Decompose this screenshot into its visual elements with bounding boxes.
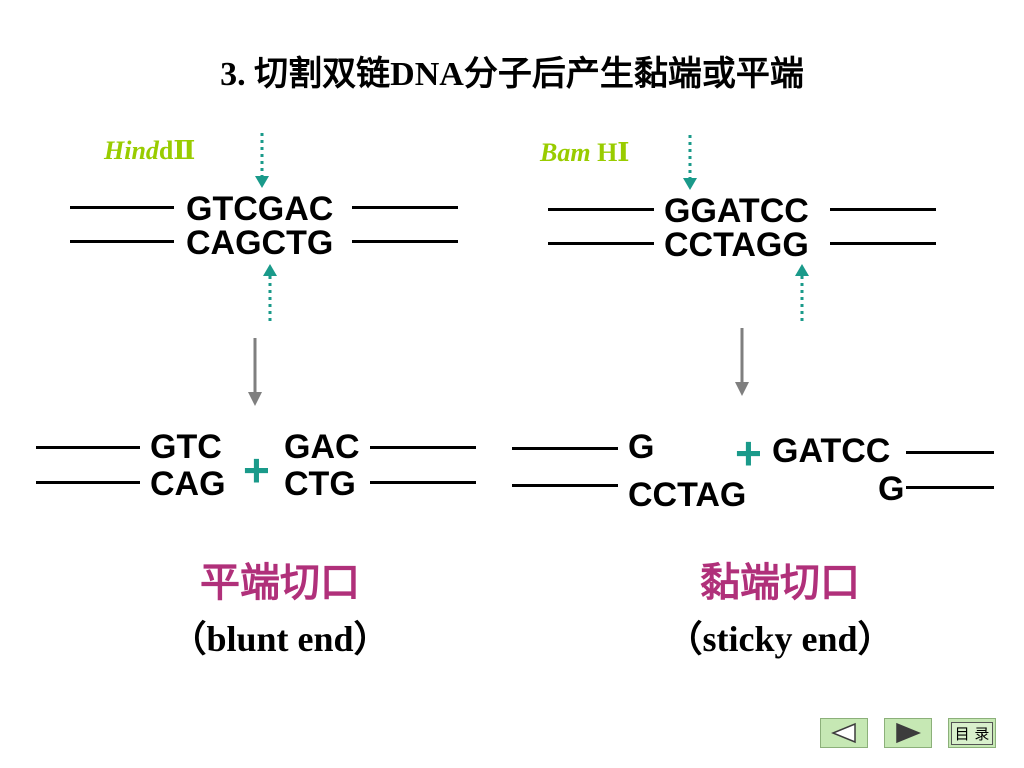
dna-backbone-line bbox=[36, 446, 140, 449]
bottom-strand-sequence: CCTAGG bbox=[664, 226, 809, 264]
cut-site-arrow-top bbox=[255, 133, 269, 188]
cut-site-arrow-top bbox=[683, 135, 697, 190]
dna-backbone-line bbox=[352, 206, 458, 209]
cut-site-arrow-bottom bbox=[795, 264, 809, 322]
reaction-arrow-down bbox=[735, 328, 749, 396]
triangle-right-icon bbox=[896, 722, 921, 744]
fragment-right-top: GAC bbox=[284, 428, 360, 466]
dna-backbone-line bbox=[70, 240, 174, 243]
dna-backbone-line bbox=[548, 242, 654, 245]
dna-backbone-line bbox=[830, 208, 936, 211]
bottom-strand-sequence: CAGCTG bbox=[186, 224, 334, 262]
fragment-right-bottom: CTG bbox=[284, 465, 356, 503]
blunt-end-label-cn: 平端切口 bbox=[200, 560, 360, 606]
sticky-end-label-cn: 黏端切口 bbox=[700, 560, 860, 606]
toc-label: 目 录 bbox=[950, 721, 994, 745]
top-strand-sequence: GGATCC bbox=[664, 192, 809, 230]
fragment-left-top: GTC bbox=[150, 428, 222, 466]
dna-backbone-line bbox=[36, 481, 140, 484]
enzyme-name-rest: dⅡ bbox=[158, 136, 196, 165]
dna-backbone-line bbox=[70, 206, 174, 209]
dna-backbone-line bbox=[370, 446, 476, 449]
slide-title: 3. 切割双链DNA分子后产生黏端或平端 bbox=[220, 56, 804, 93]
previous-slide-button[interactable] bbox=[820, 718, 868, 748]
fragment-left-bottom: CAG bbox=[150, 465, 226, 503]
enzyme-label-bamhi: Bam HⅠ bbox=[540, 138, 629, 168]
triangle-left-icon bbox=[831, 722, 856, 744]
dna-backbone-line bbox=[906, 486, 994, 489]
table-of-contents-button[interactable]: 目 录 bbox=[948, 718, 996, 748]
plus-sign: + bbox=[735, 427, 762, 479]
dna-backbone-line bbox=[370, 481, 476, 484]
dna-backbone-line bbox=[512, 447, 618, 450]
fragment-left-bottom: CCTAG bbox=[628, 476, 747, 514]
fragment-left-top: G bbox=[628, 428, 655, 466]
dna-backbone-line bbox=[352, 240, 458, 243]
blunt-end-label-en: （blunt end） bbox=[170, 619, 390, 659]
enzyme-label-hindii: HinddⅡ bbox=[104, 136, 195, 166]
reaction-arrow-down bbox=[248, 338, 262, 406]
enzyme-name-italic: Hind bbox=[104, 136, 159, 165]
fragment-right-bottom: G bbox=[878, 470, 905, 508]
top-strand-sequence: GTCGAC bbox=[186, 190, 334, 228]
dna-backbone-line bbox=[830, 242, 936, 245]
dna-backbone-line bbox=[548, 208, 654, 211]
sticky-end-label-en: （sticky end） bbox=[666, 619, 894, 659]
dna-backbone-line bbox=[906, 451, 994, 454]
enzyme-name-rest: HⅠ bbox=[590, 138, 630, 167]
enzyme-name-italic: Bam bbox=[540, 138, 591, 167]
cut-site-arrow-bottom bbox=[263, 264, 277, 322]
dna-backbone-line bbox=[512, 484, 618, 487]
fragment-right-top: GATCC bbox=[772, 432, 891, 470]
next-slide-button[interactable] bbox=[884, 718, 932, 748]
plus-sign: + bbox=[243, 444, 270, 496]
